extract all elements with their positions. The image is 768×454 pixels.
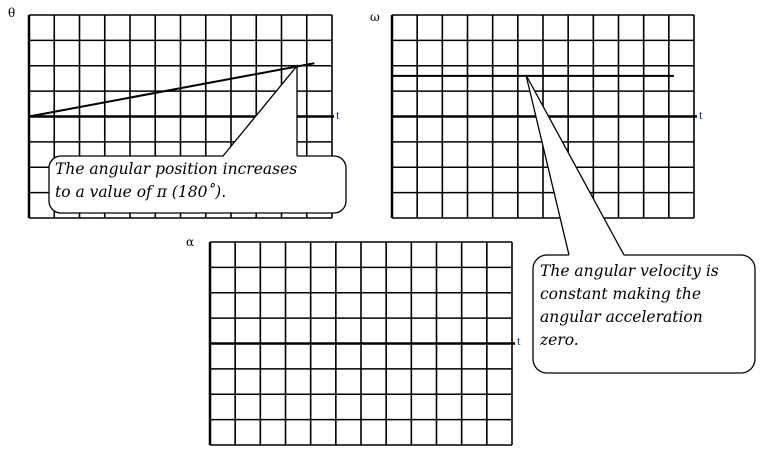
theta-curve — [28, 62, 315, 118]
velocity-callout-bubble — [532, 254, 756, 374]
velocity-callout-text: The angular velocity is constant making … — [540, 262, 719, 349]
omega-axis-label: ω — [370, 10, 380, 24]
omega-t-label: t — [699, 107, 703, 122]
alpha-axis-label: α — [186, 235, 195, 249]
alpha-t-label: t — [517, 333, 521, 348]
theta-t-label: t — [336, 107, 340, 122]
position-callout-bubble — [48, 155, 347, 214]
position-callout-pointer — [222, 64, 298, 157]
velocity-callout-pointer — [525, 74, 625, 256]
theta-axis-label: θ — [8, 6, 16, 20]
position-callout-text: The angular position increases to a valu… — [55, 160, 298, 201]
